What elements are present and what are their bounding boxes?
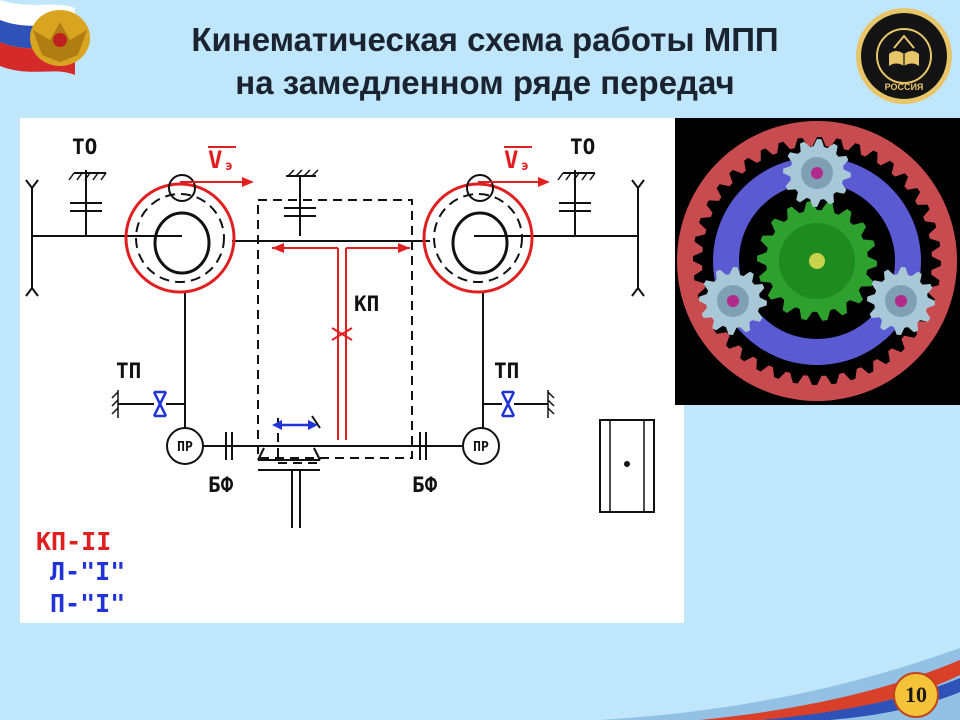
left-converter <box>124 182 236 294</box>
label-bf-left: БФ <box>208 473 234 497</box>
title-line-2: на замедленном ряде передач <box>235 64 735 101</box>
slide-title: Кинематическая схема работы МПП на замед… <box>125 18 845 104</box>
title-line-1: Кинематическая схема работы МПП <box>191 21 779 58</box>
legend-line-3: П-"I" <box>50 589 125 618</box>
legend-line-2: Л-"I" <box>50 557 125 586</box>
label-to-left: ТО <box>72 135 97 159</box>
label-ve-right: V <box>504 146 518 174</box>
book-icon <box>889 51 919 66</box>
flag-emblem <box>0 0 120 85</box>
sun-axle <box>809 253 825 269</box>
planet-axle-1 <box>811 167 823 179</box>
kinematic-diagram: ТО ТО V э V э КП ТП ТП ПР ПР БФ БФ КП-II… <box>20 118 684 623</box>
pr-right-circle <box>462 427 500 465</box>
label-bf-right: БФ <box>412 473 438 497</box>
label-tp-left: ТП <box>116 359 141 383</box>
pr-left-circle <box>166 427 204 465</box>
planet-axle-3 <box>895 295 907 307</box>
label-pr-left: ПР <box>177 440 193 455</box>
label-ve-left-sub: э <box>225 159 233 174</box>
planet-axle-2 <box>727 295 739 307</box>
label-kp: КП <box>354 292 379 316</box>
box-indicator-icon <box>599 419 655 513</box>
right-converter <box>422 182 534 294</box>
logo-bottom-text: РОССИЯ <box>885 82 924 92</box>
planetary-gear-illustration <box>675 118 960 405</box>
legend-line-1: КП-II <box>36 527 111 556</box>
page-number: 10 <box>893 672 939 718</box>
decorative-swoosh <box>600 648 960 720</box>
label-pr-right: ПР <box>473 440 489 455</box>
label-to-right: ТО <box>570 135 595 159</box>
label-ve-right-sub: э <box>521 159 529 174</box>
school-logo: РОССИЯ <box>856 8 952 104</box>
label-tp-right: ТП <box>494 359 519 383</box>
eagle-icon <box>30 10 90 66</box>
label-ve-left: V <box>208 146 222 174</box>
